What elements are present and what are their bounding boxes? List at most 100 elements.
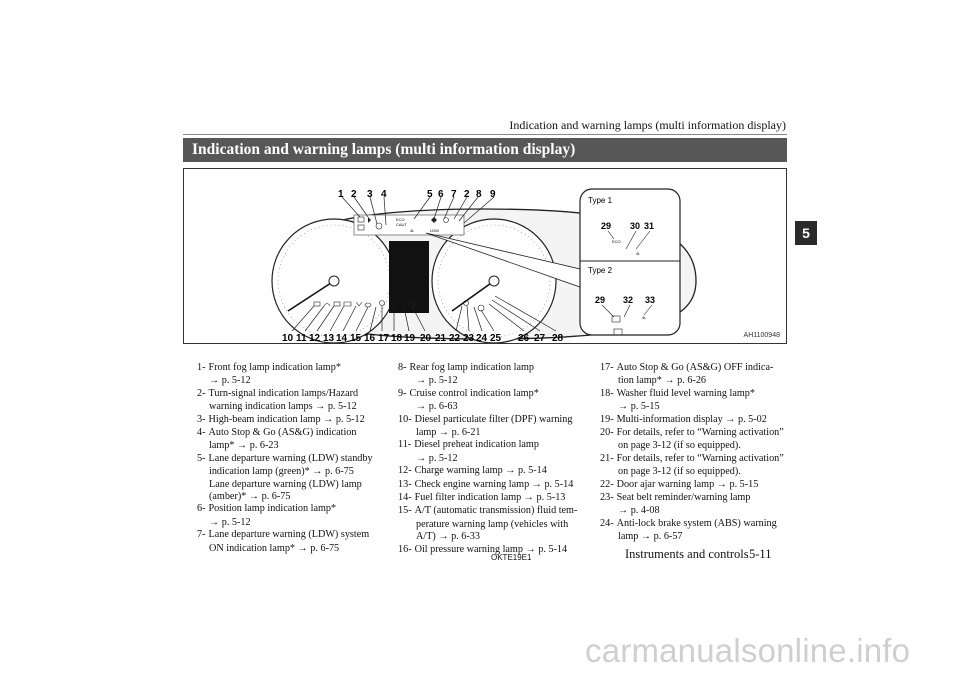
callout-32: 32	[623, 295, 633, 305]
type2-label: Type 2	[588, 266, 613, 275]
legend-item: 22-Door ajar warning lamp → p. 5-15	[600, 479, 790, 491]
fog-lamp-icon	[357, 216, 365, 223]
turn-signal-icon	[368, 217, 371, 223]
legend-number: 11-	[398, 439, 412, 451]
speedometer-needle	[287, 280, 335, 312]
chapter-tab[interactable]: 5	[795, 221, 817, 245]
legend-item: 13-Check engine warning lamp → p. 5-14	[398, 479, 588, 491]
legend-item: 21-For details, refer to “Warning activa…	[600, 453, 790, 479]
legend-number: 7-	[197, 529, 206, 541]
legend-column-3: 17-Auto Stop & Go (AS&G) OFF indica-tion…	[600, 362, 790, 544]
icon-text-4l: 4L	[410, 228, 415, 233]
legend-item: 12-Charge warning lamp → p. 5-14	[398, 465, 588, 477]
legend-number: 1-	[197, 362, 206, 373]
legend-number: 24-	[600, 517, 614, 529]
legend-continuation: → p. 5-15	[618, 401, 660, 413]
callout-26: 26	[518, 333, 530, 343]
legend-number: 21-	[600, 452, 614, 464]
icon-text-ldw: LDW	[430, 228, 439, 233]
callout-11: 11	[296, 333, 307, 343]
legend-text: Auto Stop & Go (AS&G) OFF indica-	[616, 362, 774, 373]
legend-item: 8-Rear fog lamp indication lamp→ p. 5-12	[398, 362, 588, 388]
tachometer-hub	[488, 275, 500, 287]
callout-17: 17	[378, 333, 390, 343]
position-lamp-icon	[431, 217, 437, 223]
legend-text: Diesel particulate filter (DPF) warning	[414, 413, 573, 425]
legend-number: 10-	[398, 413, 412, 425]
legend-item: 9-Cruise control indication lamp*→ p. 6-…	[398, 388, 588, 414]
legend-continuation: indication lamp (green)* → p. 6-75	[209, 466, 354, 478]
callout-9: 9	[490, 189, 496, 200]
legend-continuation: ON indication lamp* → p. 6-75	[209, 542, 340, 554]
callout-6: 6	[438, 189, 444, 200]
callout-5: 5	[427, 189, 433, 200]
legend-continuation: A/T) → p. 6-33	[416, 531, 480, 543]
dpf-icon	[313, 301, 321, 307]
legend-continuation: (amber)* → p. 6-75	[209, 491, 291, 503]
running-head: Indication and warning lamps (multi info…	[509, 118, 786, 132]
multi-information-display	[389, 241, 429, 313]
legend-item: 20-For details, refer to “Warning activa…	[600, 427, 790, 453]
legend-continuation: lamp → p. 6-21	[416, 427, 481, 439]
legend-text: For details, refer to “Warning activatio…	[616, 452, 784, 464]
legend-number: 23-	[600, 492, 614, 504]
legend-text: Auto Stop & Go (AS&G) indication	[208, 427, 357, 439]
legend-number: 19-	[600, 413, 614, 425]
legend-text: Door ajar warning lamp → p. 5-15	[616, 478, 759, 490]
legend-continuation: tion lamp* → p. 6-26	[618, 375, 707, 387]
legend-number: 14-	[398, 492, 412, 504]
callout-16: 16	[364, 333, 376, 343]
callout-7: 7	[451, 189, 457, 200]
type1-label: Type 1	[588, 196, 613, 205]
type2-drive-icon-2	[613, 328, 623, 336]
legend-number: 3-	[197, 413, 206, 425]
footer-code: OKTE19E1	[491, 553, 532, 562]
legend-item: 11-Diesel preheat indication lamp→ p. 5-…	[398, 439, 588, 465]
type-inset-box	[579, 188, 681, 336]
header-rule	[183, 134, 787, 135]
type1-eco-text: ECO	[612, 239, 621, 244]
callout-28: 28	[552, 333, 564, 343]
legend-item: 16-Oil pressure warning lamp → p. 5-14	[398, 544, 588, 556]
seatbelt-icon	[463, 300, 469, 306]
fuel-filter-icon	[355, 301, 363, 307]
type2-4l-text: 4L	[642, 315, 647, 320]
legend-number: 2-	[197, 387, 206, 399]
callout-30: 30	[630, 221, 640, 231]
callout-14: 14	[336, 333, 348, 343]
legend-number: 22-	[600, 478, 614, 490]
legend-number: 9-	[398, 387, 407, 399]
legend-text: A/T (automatic transmission) fluid tem-	[414, 505, 578, 517]
legend-text: Washer fluid level warning lamp*	[616, 387, 755, 399]
high-beam-icon	[357, 224, 365, 231]
callout-13: 13	[323, 333, 335, 343]
speedometer-hub	[328, 275, 340, 287]
legend-number: 15-	[398, 505, 412, 517]
legend-continuation: → p. 4-08	[618, 505, 660, 517]
legend-text: High-beam indication lamp → p. 5-12	[208, 413, 365, 425]
legend-number: 8-	[398, 362, 407, 373]
legend-text: Fuel filter indication lamp → p. 5-13	[414, 492, 566, 504]
legend-item: 15-A/T (automatic transmission) fluid te…	[398, 505, 588, 543]
legend-number: 12-	[398, 465, 412, 477]
figure-id: AH1100948	[743, 332, 780, 339]
legend-continuation: warning indication lamps → p. 5-12	[209, 401, 357, 413]
legend-text: Front fog lamp indication lamp*	[208, 362, 341, 373]
watermark: carmanualsonline.info	[585, 632, 911, 669]
legend-text: Anti-lock brake system (ABS) warning	[616, 517, 777, 529]
callout-33: 33	[645, 295, 655, 305]
charge-icon	[333, 301, 341, 307]
preheat-icon	[323, 303, 331, 307]
callout-12: 12	[309, 333, 321, 343]
engine-icon	[343, 301, 352, 307]
legend-text: Seat belt reminder/warning lamp	[616, 492, 751, 504]
legend-item: 17-Auto Stop & Go (AS&G) OFF indica-tion…	[600, 362, 790, 388]
callout-29-type2: 29	[595, 295, 605, 305]
type2-drive-icon	[611, 315, 621, 323]
icon-text-caut: CAUT	[396, 222, 407, 227]
callout-27: 27	[534, 333, 546, 343]
legend-number: 4-	[197, 427, 206, 439]
legend-text: Oil pressure warning lamp → p. 5-14	[414, 543, 568, 555]
